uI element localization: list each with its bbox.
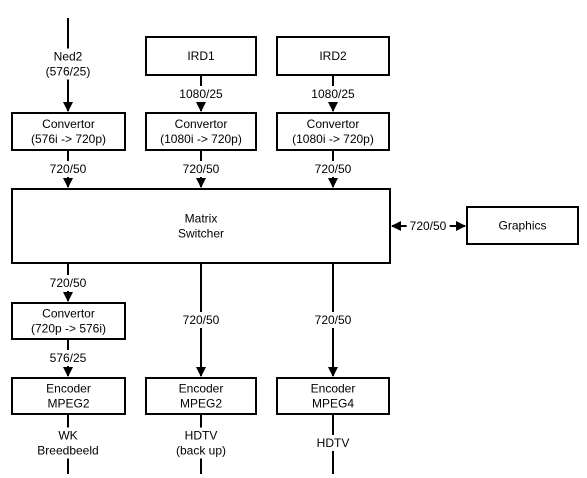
convertor-ned2-box-text-1: (576i -> 720p)	[31, 132, 106, 146]
convertor-ned2-box-frame	[11, 112, 126, 151]
convertor1-output-label-text-0: 720/50	[50, 162, 87, 176]
matrix-output1-label-mask	[46, 275, 90, 291]
convertor3-output-label-text-0: 720/50	[315, 162, 352, 176]
encoder1-box-frame	[11, 377, 126, 415]
convertor2-output-label: 720/50	[179, 161, 223, 177]
convertor2-output-label-mask	[179, 161, 223, 177]
convertor3-output-label-mask	[311, 161, 355, 177]
convertor2-output-label-text-0: 720/50	[183, 162, 220, 176]
output2-label: HDTV(back up)	[172, 427, 230, 459]
convertor3-output-label: 720/50	[311, 161, 355, 177]
output1-label-mask	[34, 427, 102, 459]
downconvertor-output-label: 576/25	[46, 350, 90, 366]
graphics-box: Graphics	[466, 206, 579, 245]
ird1-box-text-0: IRD1	[187, 49, 215, 63]
output2-label-text-0: HDTV	[185, 429, 218, 443]
ird2-box-frame	[276, 36, 390, 76]
convertor1-output-label: 720/50	[46, 161, 90, 177]
convertor-ned2-box: Convertor(576i -> 720p)	[11, 112, 126, 151]
convertor-ird1-box-text-0: Convertor	[175, 117, 228, 131]
convertor-down-box-frame	[11, 302, 126, 340]
convertor-down-box-text-1: (720p -> 576i)	[31, 322, 106, 336]
graphics-box-text-0: Graphics	[498, 219, 546, 233]
downconvertor-output-label-text-0: 576/25	[50, 351, 87, 365]
encoder2-box-frame	[145, 377, 257, 415]
graphics-link-label-mask	[406, 218, 450, 234]
convertor-ird1-box: Convertor(1080i -> 720p)	[145, 112, 257, 151]
convertor-down-box: Convertor(720p -> 576i)	[11, 302, 126, 340]
ird1-output-label-mask	[176, 86, 227, 102]
ird1-output-label-text-0: 1080/25	[179, 87, 223, 101]
encoder3-box-frame	[276, 377, 390, 415]
encoder2-box-text-1: MPEG2	[180, 397, 222, 411]
downconvertor-output-label-mask	[46, 350, 90, 366]
output3-label-mask	[313, 435, 353, 451]
graphics-link-label: 720/50	[406, 218, 450, 234]
encoder2-box-text-0: Encoder	[179, 382, 224, 396]
convertor-ird2-box-frame	[276, 112, 390, 151]
matrix-output1-label-text-0: 720/50	[50, 276, 87, 290]
output1-label-text-1: Breedbeeld	[37, 444, 98, 458]
ird1-output-label: 1080/25	[176, 86, 227, 102]
ird2-box-text-0: IRD2	[319, 49, 347, 63]
matrix-output1-label: 720/50	[46, 275, 90, 291]
matrix-output2-label-text-0: 720/50	[183, 313, 220, 327]
graphics-box-frame	[466, 206, 579, 245]
convertor-ned2-box-text-0: Convertor	[42, 117, 95, 131]
ned2-source-label-mask	[42, 48, 94, 80]
output3-label: HDTV	[313, 435, 353, 451]
matrix-output2-label: 720/50	[179, 312, 223, 328]
matrix-output3-label-mask	[311, 312, 355, 328]
encoder1-box-text-1: MPEG2	[47, 397, 89, 411]
matrix-output3-label-text-0: 720/50	[315, 313, 352, 327]
matrix-switcher-box-frame	[11, 188, 391, 264]
matrix-output2-label-mask	[179, 312, 223, 328]
convertor-ird2-box: Convertor(1080i -> 720p)	[276, 112, 390, 151]
encoder3-box-text-0: Encoder	[311, 382, 356, 396]
graphics-link-label-text-0: 720/50	[410, 219, 447, 233]
matrix-switcher-box-text-1: Switcher	[178, 227, 224, 241]
ird2-output-label-text-0: 1080/25	[311, 87, 355, 101]
ird1-box: IRD1	[145, 36, 257, 76]
ird1-box-frame	[145, 36, 257, 76]
convertor-ird1-box-frame	[145, 112, 257, 151]
convertor-ird2-box-text-1: (1080i -> 720p)	[292, 132, 374, 146]
ned2-source-label-text-0: Ned2	[54, 50, 83, 64]
encoder3-box-text-1: MPEG4	[312, 397, 354, 411]
ird2-box: IRD2	[276, 36, 390, 76]
output1-label-text-0: WK	[58, 429, 77, 443]
convertor-down-box-text-0: Convertor	[42, 307, 95, 321]
encoder1-box-text-0: Encoder	[46, 382, 91, 396]
convertor-ird1-box-text-1: (1080i -> 720p)	[160, 132, 242, 146]
output3-label-text-0: HDTV	[317, 436, 350, 450]
matrix-output3-label: 720/50	[311, 312, 355, 328]
output2-label-mask	[172, 427, 230, 459]
ird2-output-label-mask	[308, 86, 359, 102]
ned2-source-label: Ned2(576/25)	[42, 48, 94, 80]
ird2-output-label: 1080/25	[308, 86, 359, 102]
convertor-ird2-box-text-0: Convertor	[307, 117, 360, 131]
ned2-source-label-text-1: (576/25)	[46, 65, 91, 79]
convertor1-output-label-mask	[46, 161, 90, 177]
matrix-switcher-box-text-0: Matrix	[185, 212, 218, 226]
output2-label-text-1: (back up)	[176, 444, 226, 458]
